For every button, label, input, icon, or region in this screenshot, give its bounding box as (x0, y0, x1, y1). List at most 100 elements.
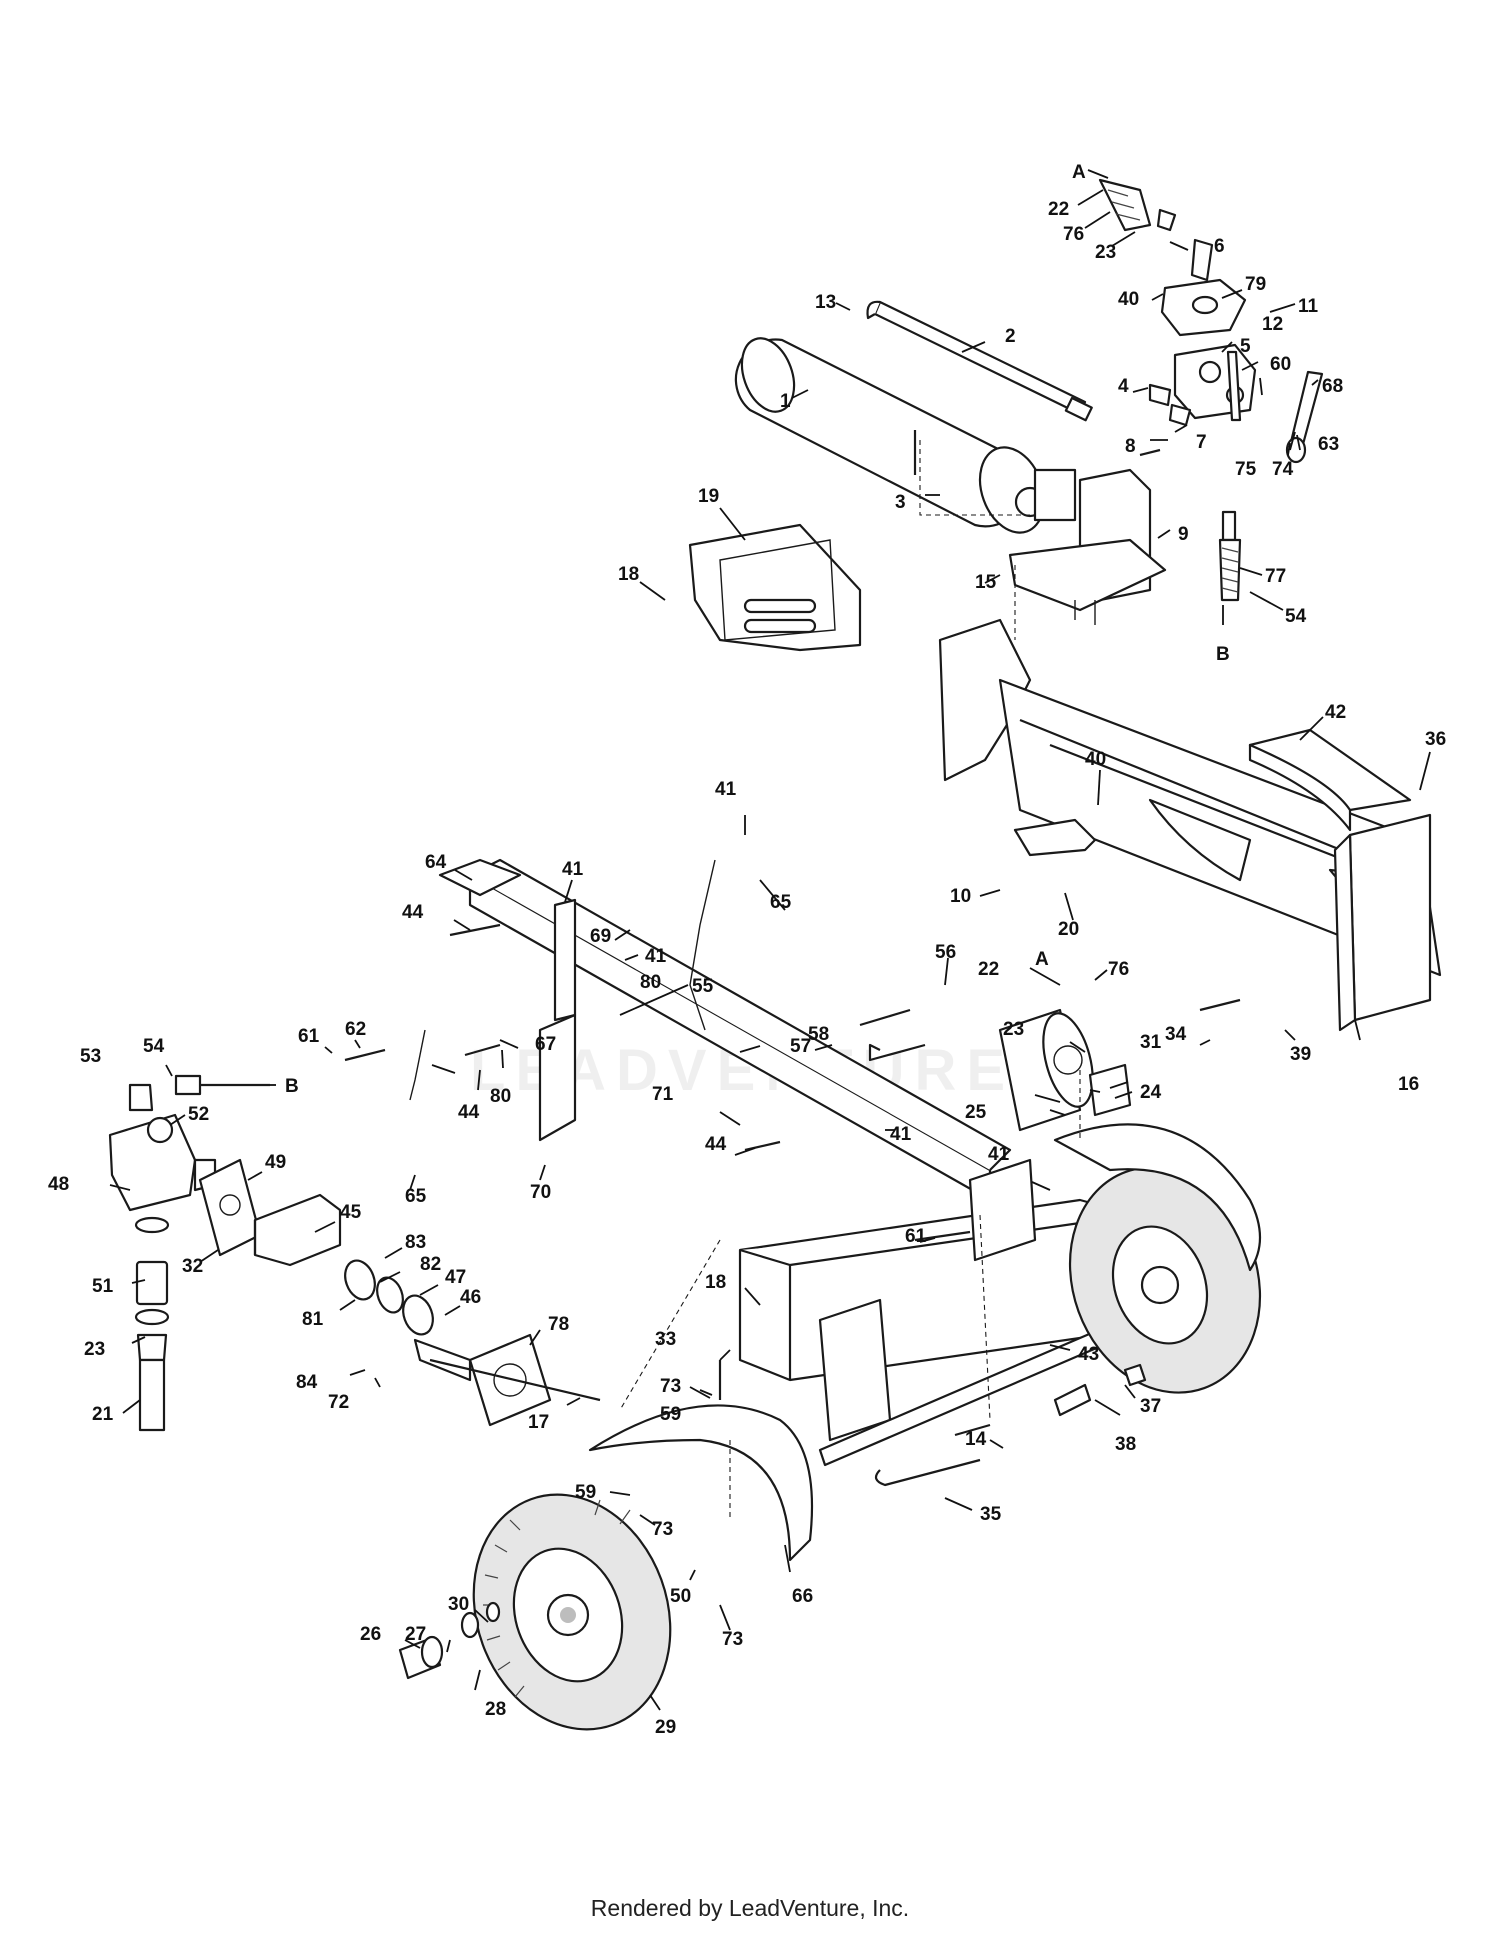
callout-A-top: A (1072, 162, 1086, 183)
callout-75: 75 (1235, 459, 1257, 480)
safety-chain (409, 859, 716, 1101)
callout-53: 53 (80, 1046, 101, 1067)
hub-cap-parts (398, 1601, 501, 1680)
callout-19: 19 (698, 486, 719, 507)
callout-41-e: 41 (988, 1144, 1010, 1165)
valve-assembly (1148, 238, 1257, 427)
right-wheel (1068, 1166, 1262, 1394)
left-fender (588, 1404, 814, 1562)
coupling (344, 1259, 434, 1336)
callout-28: 28 (485, 1699, 506, 1720)
callout-41-c: 41 (645, 946, 667, 967)
splitting-beam (938, 618, 1442, 977)
callout-13: 13 (815, 292, 836, 313)
callout-B-top: B (1216, 644, 1230, 665)
callout-52: 52 (188, 1104, 209, 1125)
callout-37: 37 (1140, 1396, 1161, 1417)
callout-56: 56 (935, 942, 956, 963)
callout-36: 36 (1425, 729, 1446, 750)
callout-54-mid: 54 (143, 1036, 165, 1057)
valve-handle (1285, 370, 1324, 464)
callout-67: 67 (535, 1034, 556, 1055)
log-cradle (1248, 728, 1412, 832)
callout-59-a: 59 (660, 1404, 681, 1425)
callout-40-mid: 40 (1085, 749, 1106, 770)
callout-B-mid: B (285, 1076, 299, 1097)
callout-22-top: 22 (1048, 199, 1069, 220)
footer-credit: Rendered by LeadVenture, Inc. (590, 1895, 910, 1921)
coupling-guard (253, 1193, 342, 1267)
pump-hose (128, 1074, 270, 1112)
callout-3: 3 (895, 492, 906, 513)
leader-lines (109, 169, 1431, 1711)
callout-58: 58 (808, 1024, 829, 1045)
left-wheel (472, 1493, 672, 1731)
callout-12: 12 (1262, 314, 1283, 335)
callout-61-a: 61 (298, 1026, 320, 1047)
callout-78: 78 (548, 1314, 569, 1335)
callout-14: 14 (965, 1429, 987, 1450)
callout-A-mid: A (1035, 949, 1049, 970)
callout-30: 30 (448, 1594, 469, 1615)
callout-76-mid: 76 (1108, 959, 1129, 980)
callout-8: 8 (1125, 436, 1136, 457)
callout-4: 4 (1118, 376, 1129, 397)
guide-plate (688, 523, 862, 652)
callout-25: 25 (965, 1102, 987, 1123)
callout-80-b: 80 (490, 1086, 511, 1107)
hardware-pins (344, 430, 1241, 1487)
callout-65-a: 65 (770, 892, 792, 913)
callout-60: 60 (1270, 354, 1291, 375)
callout-34: 34 (1165, 1024, 1187, 1045)
callout-46: 46 (460, 1287, 481, 1308)
callout-10: 10 (950, 886, 971, 907)
callout-68: 68 (1322, 376, 1343, 397)
callout-26: 26 (360, 1624, 381, 1645)
beam-bracket (1013, 818, 1097, 857)
callout-5: 5 (1240, 336, 1251, 357)
callout-27: 27 (405, 1624, 426, 1645)
callout-23-mid: 23 (1003, 1019, 1024, 1040)
callout-35: 35 (980, 1504, 1002, 1525)
callout-59-b: 59 (575, 1482, 596, 1503)
callout-65-b: 65 (405, 1186, 427, 1207)
cylinder-mount-block (1008, 468, 1167, 625)
callout-44-c: 44 (705, 1134, 727, 1155)
callout-48: 48 (48, 1174, 69, 1195)
return-hose-fittings (1098, 178, 1242, 602)
callout-76-top: 76 (1063, 224, 1084, 245)
engine-adapter (413, 1333, 552, 1427)
callout-39: 39 (1290, 1044, 1311, 1065)
jack-stand (538, 898, 577, 1142)
callout-79: 79 (1245, 274, 1266, 295)
callout-43: 43 (1078, 1344, 1099, 1365)
right-fender (1053, 1123, 1261, 1272)
callout-41-b: 41 (562, 859, 584, 880)
callout-64: 64 (425, 852, 447, 873)
callout-24: 24 (1140, 1082, 1162, 1103)
callout-16: 16 (1398, 1074, 1419, 1095)
callout-6: 6 (1214, 236, 1225, 257)
callout-40-top: 40 (1118, 289, 1139, 310)
callout-61-b: 61 (905, 1226, 927, 1247)
callout-21: 21 (92, 1404, 114, 1425)
callout-7: 7 (1196, 432, 1207, 453)
callout-74: 74 (1272, 459, 1294, 480)
callout-54-top: 54 (1285, 606, 1307, 627)
callout-38: 38 (1115, 1434, 1136, 1455)
callout-41-a: 41 (715, 779, 737, 800)
callout-69: 69 (590, 926, 611, 947)
hydraulic-pump (108, 1113, 217, 1212)
callout-2: 2 (1005, 326, 1016, 347)
callout-63: 63 (1318, 434, 1339, 455)
callout-15: 15 (975, 572, 997, 593)
callout-70: 70 (530, 1182, 551, 1203)
callout-73-a: 73 (660, 1376, 681, 1397)
callout-33: 33 (655, 1329, 676, 1350)
callout-71: 71 (652, 1084, 674, 1105)
callout-42: 42 (1325, 702, 1346, 723)
callout-81: 81 (302, 1309, 324, 1330)
callout-29: 29 (655, 1717, 676, 1738)
callout-82: 82 (420, 1254, 441, 1275)
callout-labels: A 22 76 23 6 13 2 40 79 11 12 5 60 68 1 … (48, 162, 1446, 1738)
